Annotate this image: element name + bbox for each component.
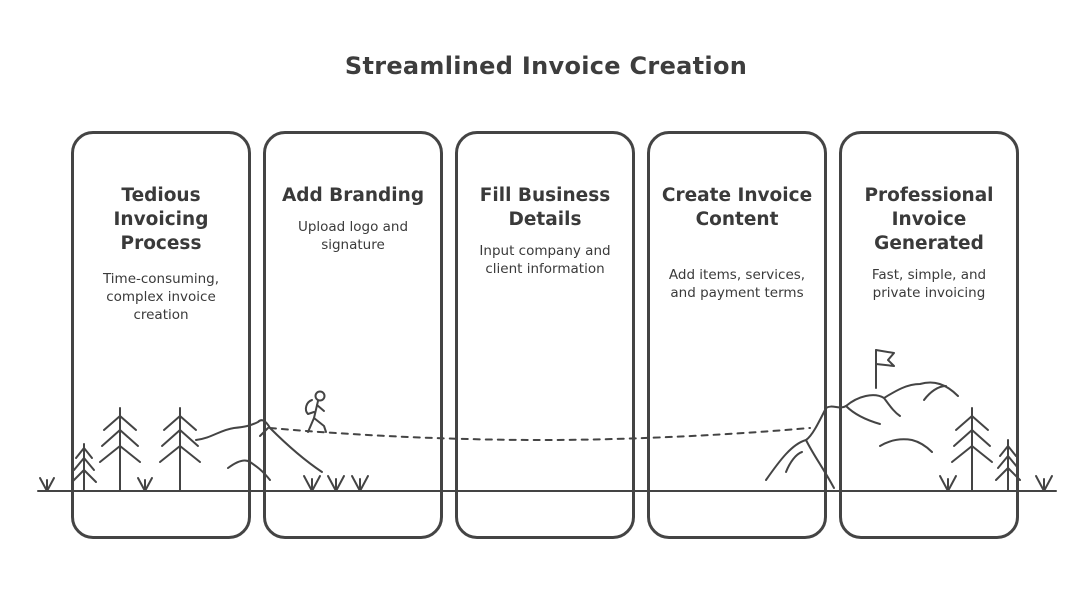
step-4-title: Create Invoice Content: [661, 185, 813, 230]
step-4-description: Add items, services, and payment terms: [668, 267, 806, 301]
step-card-1: Tedious Invoicing Process Time-consuming…: [71, 131, 251, 539]
dashed-trail: [269, 427, 811, 441]
step-3-title: Fill Business Details: [479, 185, 611, 230]
flag-icon: [875, 349, 895, 389]
pine-tree-icon: [99, 407, 141, 492]
step-2-description: Upload logo and signature: [297, 219, 409, 253]
step-1-title: Tedious Invoicing Process: [113, 185, 209, 254]
step-3-description: Input company and client information: [479, 243, 611, 277]
hills-left: [195, 419, 323, 481]
step-5-description: Fast, simple, and private invoicing: [871, 267, 987, 301]
hiker-icon: [304, 390, 327, 433]
pine-tree-icon: [995, 439, 1021, 492]
pine-tree-icon: [71, 443, 97, 492]
step-card-3: Fill Business Details Input company and …: [455, 131, 635, 539]
pine-tree-icon: [951, 407, 993, 492]
diagram-title: Streamlined Invoice Creation: [344, 52, 748, 80]
grass-tufts: [39, 475, 1053, 492]
pine-tree-icon: [159, 407, 201, 492]
step-5-title: Professional Invoice Generated: [864, 185, 994, 254]
step-2-title: Add Branding: [281, 185, 425, 206]
step-card-5: Professional Invoice Generated Fast, sim…: [839, 131, 1019, 539]
step-1-description: Time-consuming, complex invoice creation: [102, 271, 220, 323]
mountain-right: [765, 381, 959, 489]
step-card-2: Add Branding Upload logo and signature: [263, 131, 443, 539]
step-card-4: Create Invoice Content Add items, servic…: [647, 131, 827, 539]
